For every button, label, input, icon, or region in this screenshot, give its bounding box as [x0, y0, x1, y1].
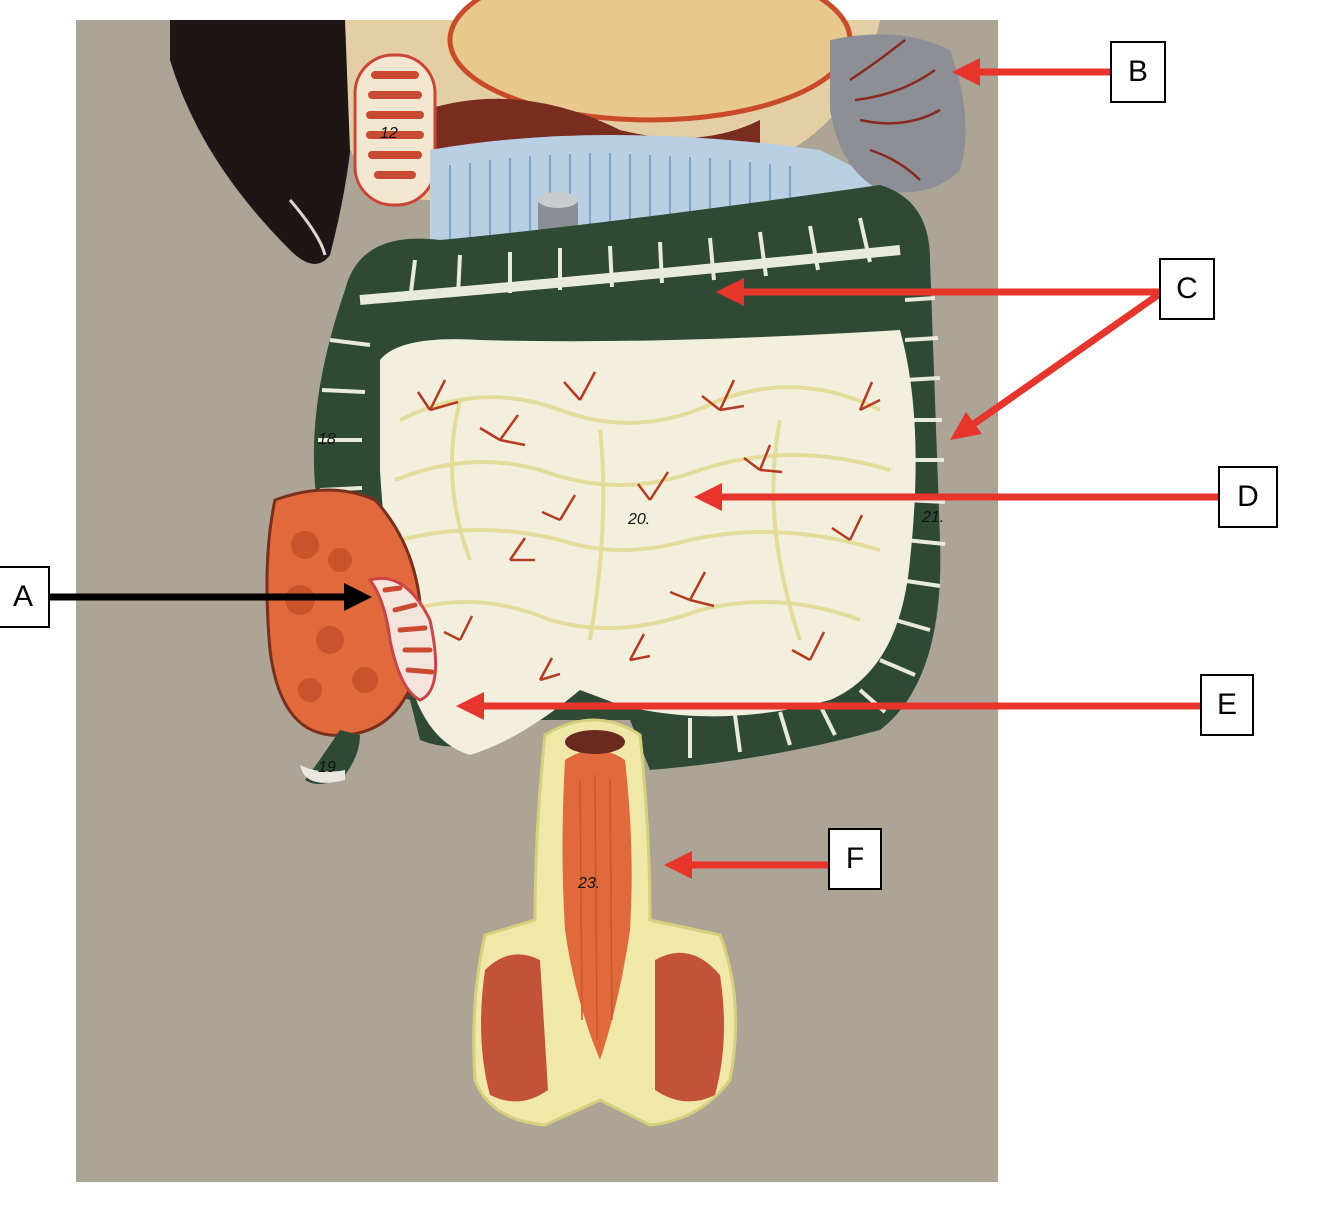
ileocecal-valve-folds: [382, 585, 435, 675]
label-f: F: [828, 828, 882, 890]
arrow-c-lower: [950, 292, 1161, 440]
cecum-folds: [285, 531, 378, 702]
liver: [170, 20, 355, 264]
intestine-folds: [394, 385, 891, 641]
model-number-12: 12: [380, 125, 398, 142]
arrow-d: [694, 483, 1218, 511]
appendix-tip: [300, 765, 345, 783]
arrow-b: [952, 58, 1110, 86]
spleen-vessels: [849, 39, 941, 181]
anal-sphincter-right: [655, 952, 724, 1102]
arrow-c-upper: [716, 278, 1160, 306]
anal-sphincter-left: [481, 954, 548, 1102]
intestine-vessels: [416, 371, 881, 682]
label-e: E: [1200, 674, 1254, 736]
arrow-a: [50, 583, 372, 611]
model-number-19: 19: [318, 759, 336, 776]
model-number-21: 21.: [921, 509, 944, 526]
rectum-opening: [565, 730, 625, 754]
label-c: C: [1159, 258, 1215, 320]
rectum-striations: [579, 774, 613, 1041]
mounting-peg-top: [538, 192, 578, 208]
small-intestine: [380, 330, 916, 755]
duodenum-folds: [366, 71, 424, 179]
arrow-e: [456, 692, 1200, 720]
label-d: D: [1218, 466, 1278, 528]
appendix: [305, 730, 360, 784]
arrow-f: [664, 851, 828, 879]
model-number-18: 18: [318, 431, 336, 448]
model-number-20: 20.: [627, 511, 650, 528]
model-number-23: 23.: [577, 875, 600, 892]
mesentery-striations: [449, 153, 791, 245]
label-a: A: [0, 566, 50, 628]
liver-highlight: [288, 199, 327, 256]
label-b: B: [1110, 41, 1166, 103]
spleen: [830, 34, 966, 193]
colon-taenia: [359, 245, 901, 305]
colon-haustra-ascending: [318, 338, 371, 492]
